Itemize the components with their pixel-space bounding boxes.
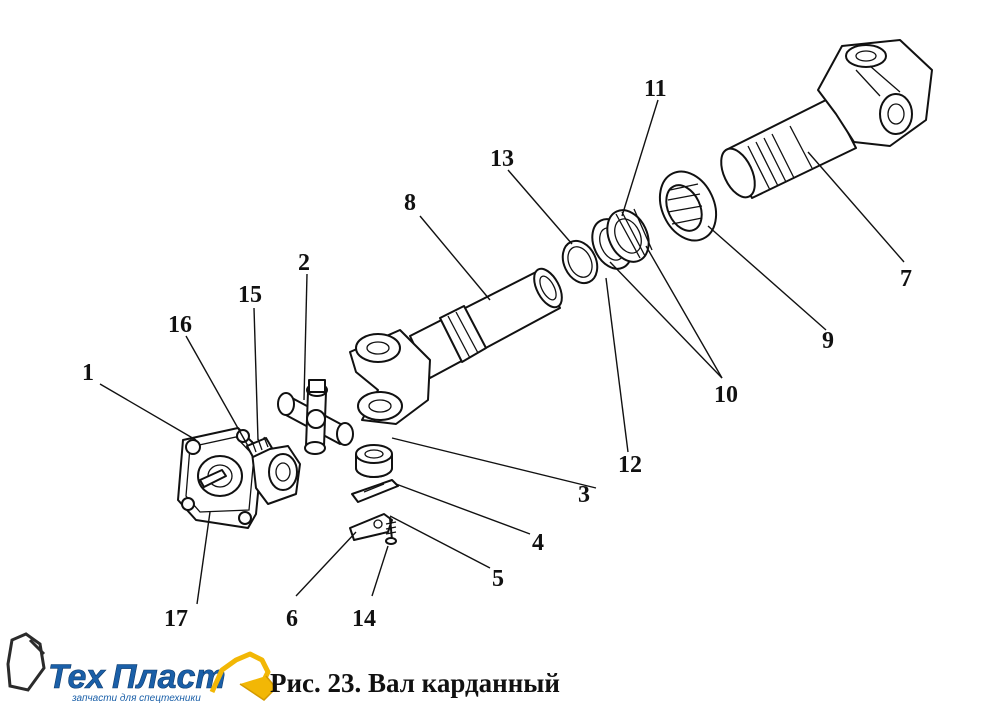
callout-5: 5 [492,566,504,592]
loader-arm-icon [209,651,278,701]
callout-numbers: 1 2 3 4 5 6 7 8 9 10 11 12 13 14 15 16 1… [82,76,912,632]
callout-13: 13 [490,146,514,172]
callout-16: 16 [168,312,192,338]
callout-8: 8 [404,190,416,216]
lock-plate-part [351,479,399,503]
callout-14: 14 [352,606,376,632]
callout-11: 11 [644,76,667,102]
excavator-outline-icon [6,632,46,692]
callout-10: 10 [714,382,738,408]
yoke-sleeve-part [349,267,563,425]
logo-name-part1: Тех [48,658,107,696]
flange-part [177,427,301,529]
callout-9: 9 [822,328,834,354]
bearing-cup-part [355,444,393,478]
callout-15: 15 [238,282,262,308]
callout-6: 6 [286,606,298,632]
logo-name-part2: Пласт [112,658,226,696]
figure-caption: Рис. 23. Вал карданный [270,668,560,698]
callout-3: 3 [578,482,590,508]
seal-rings-part [591,208,653,270]
callout-2: 2 [298,250,310,276]
cover-plate-part [349,513,393,541]
logo-tagline: запчасти для спецтехники [71,693,201,704]
callout-7: 7 [900,266,912,292]
callout-17: 17 [164,606,188,632]
bolt-part [385,517,397,545]
callout-4: 4 [532,530,544,556]
nut-part [658,170,718,242]
callout-1: 1 [82,360,94,386]
splined-shaft-part [720,39,933,199]
brand-logo: Тех Пласт запчасти для спецтехники [6,632,278,704]
leader-lines [99,99,905,605]
cross-spider-part [277,379,354,455]
callout-12: 12 [618,452,642,478]
